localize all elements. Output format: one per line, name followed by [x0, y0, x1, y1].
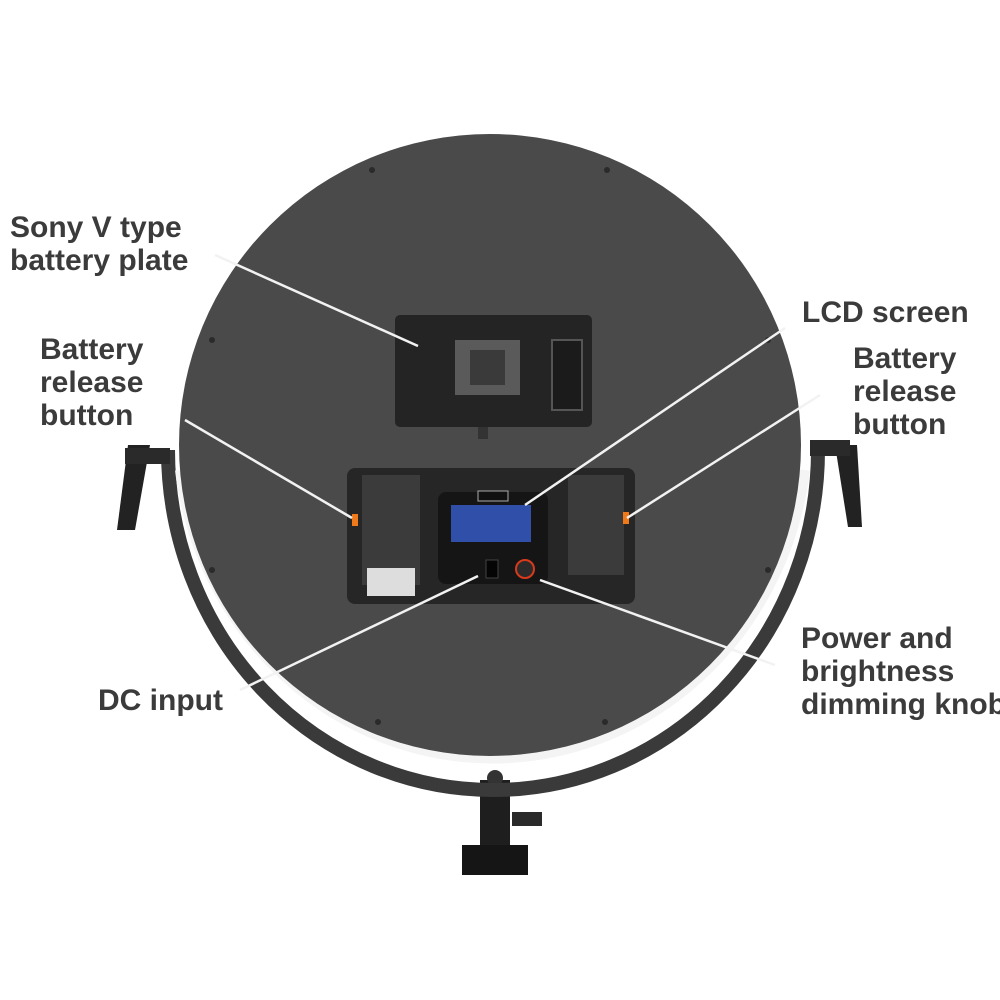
- dimming-knob[interactable]: [515, 559, 535, 579]
- battery-release-button-right[interactable]: [623, 512, 629, 524]
- label-lcd-screen: LCD screen: [802, 296, 969, 329]
- label-line: dimming knob: [801, 688, 1000, 721]
- label-line: release: [40, 366, 144, 399]
- right-handle[interactable]: [810, 440, 862, 527]
- battery-release-button-left[interactable]: [352, 514, 358, 526]
- label-dc-input: DC input: [98, 684, 223, 717]
- panel-back: [179, 134, 801, 756]
- lcd-screen: [451, 505, 531, 542]
- label-line: button: [853, 408, 947, 441]
- left-handle[interactable]: [117, 445, 170, 530]
- control-box: [347, 468, 635, 604]
- yoke-arc: [161, 449, 825, 797]
- label-line: Power and: [801, 622, 953, 655]
- callout-lines: [184, 253, 821, 692]
- label-battery-release-right: Battery release button: [853, 342, 956, 441]
- label-battery-release-left: Battery release button: [40, 333, 143, 432]
- label-line: button: [40, 399, 134, 432]
- label-line: DC input: [98, 684, 223, 717]
- label-line: battery plate: [10, 244, 189, 277]
- label-line: brightness: [801, 655, 955, 688]
- label-line: Battery: [853, 342, 957, 375]
- label-battery-plate: Sony V type battery plate: [10, 211, 188, 277]
- dc-input-port: [485, 559, 499, 579]
- label-line: release: [853, 375, 957, 408]
- label-line: Battery: [40, 333, 144, 366]
- label-knob: Power and brightness dimming knob: [801, 622, 1000, 721]
- label-line: Sony V type: [10, 211, 182, 244]
- battery-plate: [395, 315, 592, 439]
- label-line: LCD screen: [802, 296, 969, 329]
